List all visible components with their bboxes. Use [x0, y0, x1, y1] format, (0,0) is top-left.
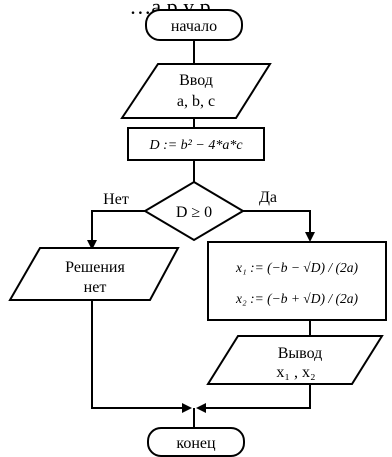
- discriminant-process: D := b² − 4*a*c: [127, 127, 265, 161]
- roots-process: x₁ := (−b − √D) / (2a) x₂ := (−b + √D) /…: [207, 241, 387, 321]
- no-solution-line1: Решения: [65, 259, 125, 276]
- branch-yes-connector: [243, 210, 315, 242]
- branch-no-connector: [87, 210, 145, 250]
- no-solution-block: Решения нет: [8, 247, 180, 301]
- root-x1-formula: x₁ := (−b − √D) / (2a): [235, 260, 358, 275]
- input-block: Ввод a, b, c: [120, 63, 272, 119]
- input-line2: a, b, c: [177, 93, 215, 110]
- no-solution-line2: нет: [84, 279, 107, 296]
- output-line1: Вывод: [278, 345, 323, 362]
- branch-yes-label: Да: [259, 189, 277, 206]
- end-terminator: конец: [147, 427, 245, 457]
- output-block: Вывод x₁ , x₂: [206, 335, 384, 385]
- merge-right-connector: [196, 384, 311, 413]
- output-line2: x₁ , x₂: [276, 364, 315, 381]
- root-x2-formula: x₂ := (−b + √D) / (2a): [235, 291, 358, 306]
- merge-left-connector: [91, 300, 192, 413]
- condition-label: D ≥ 0: [176, 204, 212, 221]
- input-line1: Ввод: [179, 72, 213, 89]
- discriminant-formula: D := b² − 4*a*c: [148, 138, 243, 153]
- start-terminator: начало: [145, 9, 243, 41]
- start-label: начало: [171, 18, 217, 35]
- end-label: конец: [176, 435, 216, 452]
- condition-decision: D ≥ 0: [143, 180, 245, 242]
- branch-no-label: Нет: [103, 191, 129, 208]
